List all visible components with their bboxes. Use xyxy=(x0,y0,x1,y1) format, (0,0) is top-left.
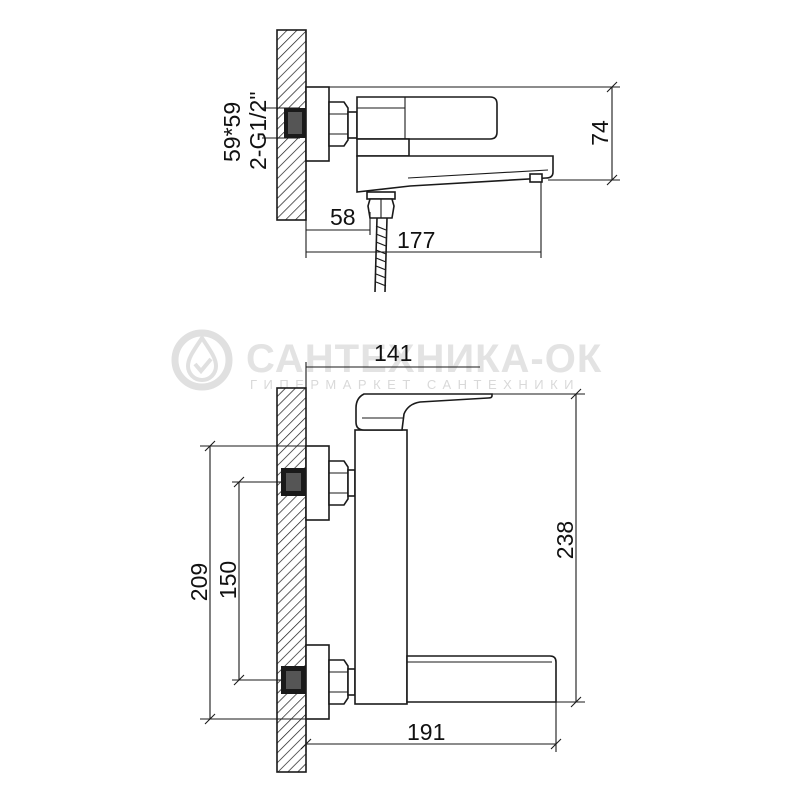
dim-label-177: 177 xyxy=(397,227,435,253)
handle-front xyxy=(355,393,493,431)
handle-side xyxy=(356,96,498,140)
spout-side xyxy=(356,155,554,193)
dimension-191: 191 xyxy=(300,702,562,752)
front-view: 141 238 209 150 xyxy=(186,340,585,773)
flange-upper xyxy=(305,445,330,521)
wall-section-front xyxy=(276,387,307,773)
mixer-body-front xyxy=(354,429,408,705)
dim-label-74: 74 xyxy=(587,120,613,146)
watermark-brand: САНТЕХНИКА-ОК xyxy=(246,337,602,381)
dimension-58-177: 58 177 xyxy=(305,161,542,258)
side-view: 74 58 177 2-G1/2" 59*59 xyxy=(219,29,620,293)
dimension-209: 209 xyxy=(186,440,306,725)
dim-label-191: 191 xyxy=(407,719,445,745)
watermark-logo-icon xyxy=(171,329,233,391)
thread-label: 2-G1/2" xyxy=(245,92,271,170)
watermark-tagline: ГИПЕРМАРКЕТ САНТЕХНИКИ xyxy=(250,377,580,392)
flange-side xyxy=(305,86,330,162)
connection-labels: 2-G1/2" 59*59 xyxy=(219,92,300,170)
diverter-side xyxy=(366,191,396,200)
spout-front xyxy=(406,655,557,703)
flange-lower xyxy=(305,644,330,720)
dim-label-141: 141 xyxy=(374,340,412,366)
flange-label: 59*59 xyxy=(219,102,245,162)
hex-nut-upper xyxy=(328,460,349,506)
dim-label-58: 58 xyxy=(330,204,356,230)
dim-label-238: 238 xyxy=(552,521,578,559)
dimension-150: 150 xyxy=(215,476,284,686)
dim-label-209: 209 xyxy=(186,563,212,601)
dimension-141: 141 xyxy=(305,340,480,388)
hex-nut-lower xyxy=(328,659,349,705)
watermark: САНТЕХНИКА-ОК ГИПЕРМАРКЕТ САНТЕХНИКИ xyxy=(171,329,602,392)
dimension-74: 74 xyxy=(329,81,620,186)
dimension-238: 238 xyxy=(492,388,585,708)
hose-side xyxy=(374,217,388,293)
dim-label-150: 150 xyxy=(215,561,241,599)
hex-nut-side xyxy=(328,101,349,147)
